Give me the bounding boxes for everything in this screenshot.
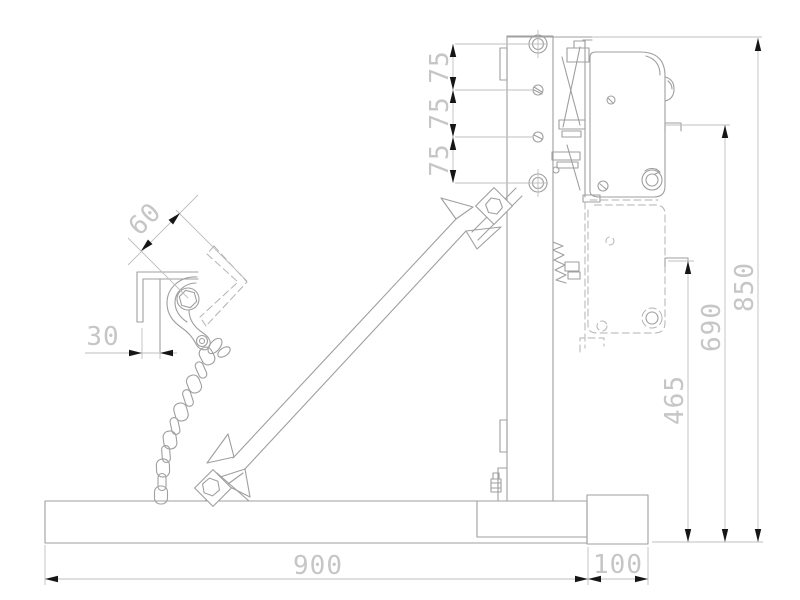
dim-900-label: 900 [293, 551, 343, 581]
foot-bracket [490, 467, 508, 501]
dim-75-2-label: 75 [425, 96, 455, 129]
pedestal-block [586, 494, 649, 545]
top-clamp [471, 187, 523, 241]
chain [153, 346, 216, 505]
shackle [207, 337, 231, 358]
bottom-clamp-hex-bolt [201, 477, 221, 497]
dim-30-label: 30 [86, 322, 119, 352]
hook-cam [166, 276, 211, 351]
side-tab-upper [499, 47, 508, 81]
upper-housing [589, 51, 682, 198]
hidden-screw-lower [596, 320, 608, 332]
mount-bracket-low [551, 151, 581, 174]
inner-corner-arc [645, 55, 661, 76]
mount-bracket-mid [558, 119, 586, 138]
ledge-690 [664, 122, 682, 133]
dim-850-label: 850 [730, 262, 760, 312]
diagonal-arm [206, 197, 502, 498]
arm-flare-bottom-b [213, 468, 251, 498]
column-bottom-bolt [528, 169, 548, 197]
dim-60-label: 60 [123, 197, 168, 242]
housing-screw-lower [597, 180, 609, 192]
ledge-465 [664, 257, 689, 268]
lower-housing-hidden [587, 199, 689, 334]
hook-hex-bolt [176, 287, 200, 311]
dim-465-label: 465 [660, 375, 690, 425]
adjust-knob [641, 167, 663, 191]
dim-75-1-label: 75 [425, 50, 455, 83]
dim-vertical-right: 850 690 465 [592, 36, 763, 543]
dim-60: 60 [123, 194, 248, 299]
gear-block [564, 261, 581, 280]
hook-pin [195, 334, 209, 348]
dim-30: 30 [85, 322, 177, 359]
column [490, 30, 554, 502]
dim-100-label: 100 [593, 550, 643, 580]
side-tab-lower [499, 419, 508, 453]
column-top-bolt [528, 30, 548, 58]
column-screw-upper [532, 84, 544, 96]
mount-assembly [506, 36, 605, 353]
dim-bottom: 900 100 [44, 545, 649, 585]
arm-flare-top-a [440, 197, 474, 220]
bulge-tab [664, 76, 675, 102]
arm-flare-bottom-a [206, 433, 235, 464]
hidden-knob [641, 307, 663, 329]
bottom-clamp [194, 469, 250, 507]
dim-690-label: 690 [697, 302, 727, 352]
hook-bracket [136, 271, 199, 353]
bottom-hidden-bracket [579, 337, 605, 353]
dim-75-stack: 75 75 75 [425, 43, 532, 184]
top-clamp-hex-bolt [485, 197, 503, 215]
sub-base-block [476, 500, 588, 538]
arm-flare-top-b [465, 226, 502, 250]
housing-screw-upper [606, 95, 616, 105]
spring [552, 241, 567, 284]
base-plate [44, 500, 588, 544]
column-screw-lower [532, 131, 544, 143]
dim-75-3-label: 75 [425, 143, 455, 176]
hidden-screw-upper [605, 236, 615, 246]
